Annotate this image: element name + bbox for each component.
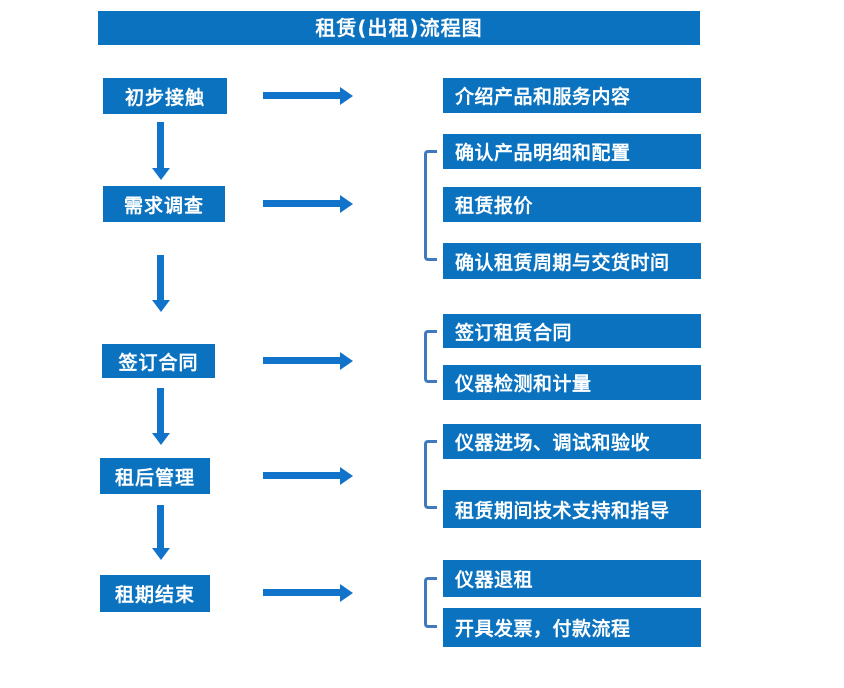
detail-rental-quotation: 租赁报价 [443,187,701,222]
down-arrow-icon [151,255,170,312]
step-rental-end: 租期结束 [100,575,210,612]
group-bracket-post-rental [424,440,437,509]
group-bracket-demand-survey [424,150,437,261]
right-arrow-icon [263,86,353,105]
step-post-rental-management: 租后管理 [100,458,210,494]
step-initial-contact: 初步接触 [103,78,227,114]
detail-confirm-rental-period-delivery: 确认租赁周期与交货时间 [443,243,701,279]
right-arrow-icon [263,351,353,370]
detail-confirm-product-details-config: 确认产品明细和配置 [443,134,701,169]
detail-sign-rental-contract: 签订租赁合同 [443,314,701,348]
step-demand-survey: 需求调查 [103,186,225,222]
right-arrow-icon [263,194,353,213]
step-sign-contract: 签订合同 [102,344,215,378]
group-bracket-sign-contract [424,330,437,383]
down-arrow-icon [151,505,170,560]
down-arrow-icon [151,388,170,445]
detail-rental-tech-support-guidance: 租赁期间技术支持和指导 [443,490,701,528]
down-arrow-icon [151,122,170,180]
group-bracket-rental-end [424,577,437,628]
detail-instrument-arrival-debug-accept: 仪器进场、调试和验收 [443,424,701,459]
right-arrow-icon [263,466,353,485]
right-arrow-icon [263,583,353,602]
detail-introduce-products-services: 介绍产品和服务内容 [443,78,701,113]
detail-instrument-return: 仪器退租 [443,560,701,597]
detail-invoice-payment-process: 开具发票，付款流程 [443,608,701,647]
detail-instrument-testing-calibration: 仪器检测和计量 [443,365,701,400]
flowchart-title: 租赁(出租)流程图 [98,11,700,45]
